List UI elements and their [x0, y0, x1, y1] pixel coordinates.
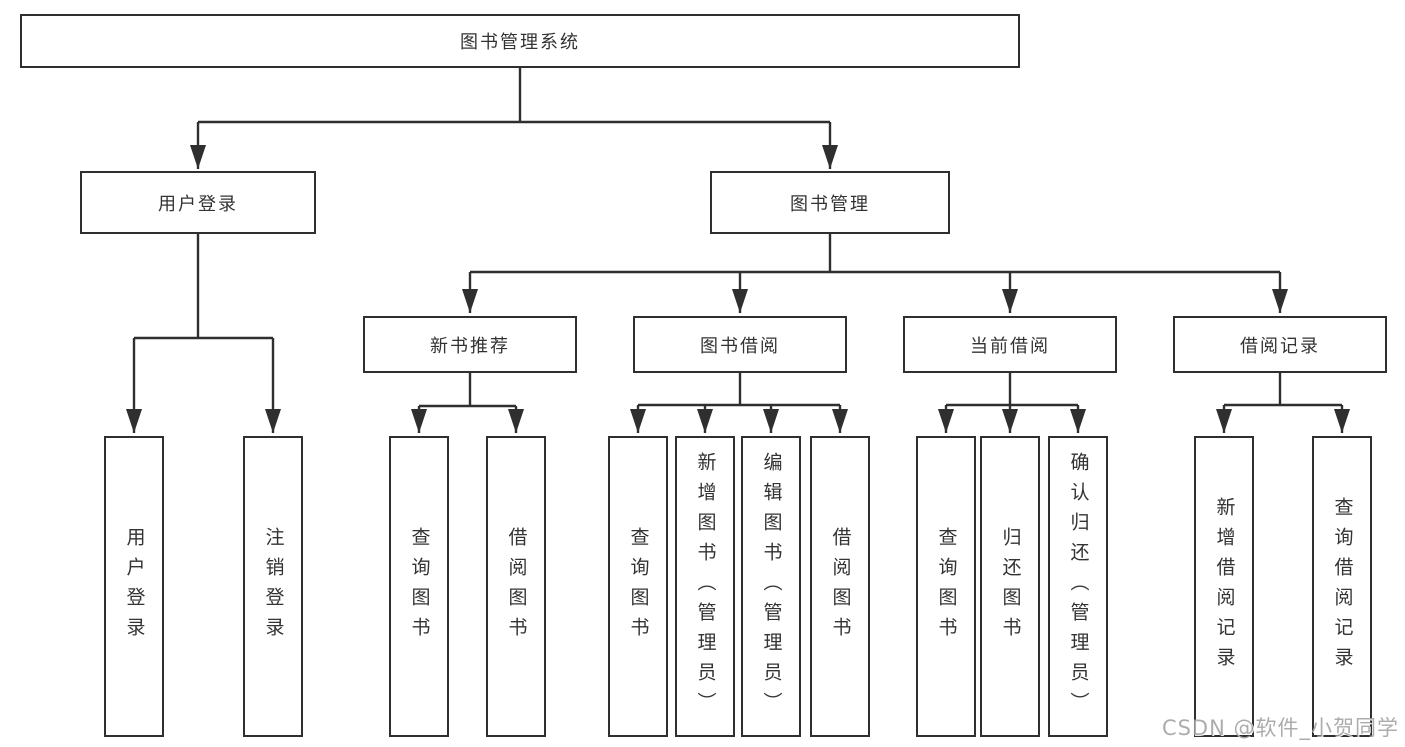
leaf-bb-query-books: 查询图书	[608, 436, 668, 737]
leaf-bb-borrow-books: 借阅图书	[810, 436, 870, 737]
leaf-br-query-record: 查询借阅记录	[1312, 436, 1372, 737]
node-book-borrowing: 图书借阅	[633, 316, 847, 373]
node-current-borrowing: 当前借阅	[903, 316, 1117, 373]
leaf-bb-add-books-admin: 新增图书（管理员）	[675, 436, 735, 737]
leaf-cb-return-books: 归还图书	[980, 436, 1040, 737]
node-borrowing-records: 借阅记录	[1173, 316, 1387, 373]
node-new-book-recommendation: 新书推荐	[363, 316, 577, 373]
leaf-br-add-record: 新增借阅记录	[1194, 436, 1254, 737]
leaf-cb-confirm-return-admin: 确认归还（管理员）	[1048, 436, 1108, 737]
leaf-logout: 注销登录	[243, 436, 303, 737]
leaf-rec-borrow-books: 借阅图书	[486, 436, 546, 737]
node-user-login: 用户登录	[80, 171, 316, 234]
leaf-bb-edit-books-admin: 编辑图书（管理员）	[741, 436, 801, 737]
leaf-rec-query-books: 查询图书	[389, 436, 449, 737]
leaf-cb-query-books: 查询图书	[916, 436, 976, 737]
leaf-user-login: 用户登录	[104, 436, 164, 737]
node-root-system: 图书管理系统	[20, 14, 1020, 68]
node-book-management: 图书管理	[710, 171, 950, 234]
